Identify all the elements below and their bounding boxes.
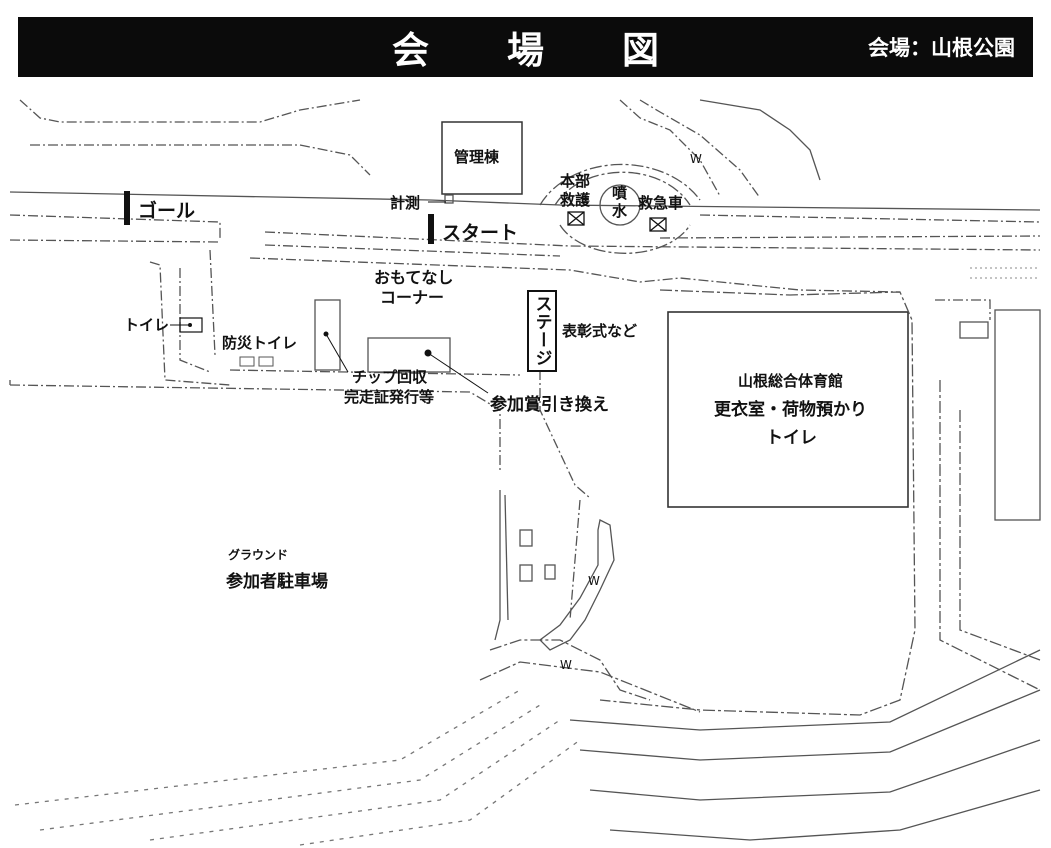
road-edge	[9, 214, 221, 240]
map-lines	[9, 99, 1041, 846]
sankasho-dot	[424, 349, 432, 357]
path-edge	[179, 268, 211, 373]
central-road	[569, 499, 581, 621]
title-char-3: 図	[622, 29, 659, 72]
label-w-2: W	[588, 574, 600, 588]
road-edge	[699, 214, 1041, 223]
label-kanri: 管理棟	[454, 148, 500, 166]
stream-edge	[639, 99, 761, 199]
label-kyugo: 救護	[560, 191, 591, 209]
small-plot	[519, 564, 533, 582]
gym-outline	[599, 289, 916, 716]
terrace-line	[589, 739, 1041, 801]
label-funsui-2: 水	[612, 202, 628, 220]
fountain-circle	[599, 184, 641, 226]
parking-row	[39, 704, 541, 831]
central-road	[504, 494, 509, 621]
label-goal: ゴール	[138, 200, 196, 222]
sankasho-leader	[427, 352, 489, 394]
toilet-dot	[188, 323, 192, 327]
aid-marker	[567, 211, 585, 226]
label-w-1: W	[690, 152, 702, 166]
road-edge	[30, 144, 371, 176]
road-edge	[659, 235, 1041, 239]
chip-area	[367, 337, 451, 373]
label-sankasho: 参加賞引き換え	[490, 395, 609, 415]
path-edge	[9, 384, 501, 470]
terrace-line	[569, 649, 1041, 731]
management-building	[441, 121, 523, 195]
central-road	[539, 370, 591, 499]
right-road	[959, 410, 1041, 661]
terrace-line	[609, 789, 1041, 841]
parking-row	[14, 689, 521, 806]
right-building	[994, 309, 1041, 521]
label-w-3: W	[560, 658, 572, 672]
stream-edge	[619, 99, 721, 197]
label-chip-1: チップ回収	[352, 368, 428, 386]
road-edge	[249, 257, 901, 293]
title-char-2: 場	[507, 29, 544, 72]
goal-bar	[124, 191, 130, 225]
path-edge	[209, 249, 216, 356]
road-edge	[264, 231, 1041, 251]
label-funsui-1: 噴	[612, 184, 628, 202]
title-char-1: 会	[392, 29, 429, 72]
header-bar: 会 場 図 会場：山根公園	[18, 17, 1033, 77]
label-bosai-toilet: 防災トイレ	[222, 334, 298, 352]
label-gym-line2: 更衣室・荷物預かり	[714, 400, 867, 420]
start-bar	[428, 214, 434, 244]
parking-row	[299, 739, 581, 846]
label-omotenashi-1: おもてなし	[374, 268, 454, 288]
small-plot	[544, 564, 556, 580]
chip-dot	[323, 331, 329, 337]
pond-outline	[539, 519, 615, 651]
venue-map: 管理棟 本部 救護 噴 水 救急車 計測 ゴール スタート おもてなし コーナー…	[0, 80, 1051, 848]
label-kyukyusha: 救急車	[638, 194, 684, 212]
path-edge	[149, 261, 231, 386]
road-edge	[9, 239, 221, 243]
label-omotenashi-2: コーナー	[380, 288, 445, 308]
label-toilet-left: トイレ	[124, 316, 170, 334]
road-edge	[19, 99, 361, 123]
plaza-arc	[554, 171, 691, 206]
page-title: 会 場 図	[18, 17, 1033, 77]
disaster-toilet-icons	[239, 356, 274, 367]
plaza-arc	[559, 224, 691, 254]
small-plot	[959, 321, 989, 339]
keisoku-marker	[444, 194, 454, 204]
small-plot	[519, 529, 533, 547]
chip-leader	[325, 333, 349, 373]
parking-row	[149, 719, 561, 841]
gymnasium	[667, 311, 909, 508]
venue-label: 会場：山根公園	[868, 36, 1015, 60]
terrace-line	[579, 689, 1041, 761]
stage-box: ステージ	[527, 290, 557, 372]
right-road	[939, 380, 1041, 691]
label-parking: 参加者駐車場	[226, 572, 328, 592]
road-edge	[264, 244, 561, 257]
label-ground: グラウンド	[228, 548, 289, 562]
omotenashi-area	[314, 299, 341, 371]
lower-road	[489, 639, 651, 701]
central-road	[494, 490, 501, 641]
label-gym-name: 山根総合体育館	[738, 372, 844, 390]
label-honbu: 本部	[560, 172, 591, 190]
plaza-arc	[539, 163, 701, 206]
label-hyoshoshiki: 表彰式など	[562, 322, 638, 340]
lower-road	[479, 661, 701, 713]
label-chip-2: 完走証発行等	[344, 388, 435, 406]
road-edge	[9, 191, 1041, 211]
label-keisoku: 計測	[390, 194, 421, 212]
label-gym-line3: トイレ	[766, 428, 817, 448]
hill-edge	[699, 99, 821, 181]
ambulance-marker	[649, 217, 667, 232]
right-building-outline	[935, 299, 991, 320]
label-start: スタート	[442, 222, 519, 244]
label-stage: ステージ	[531, 295, 552, 367]
